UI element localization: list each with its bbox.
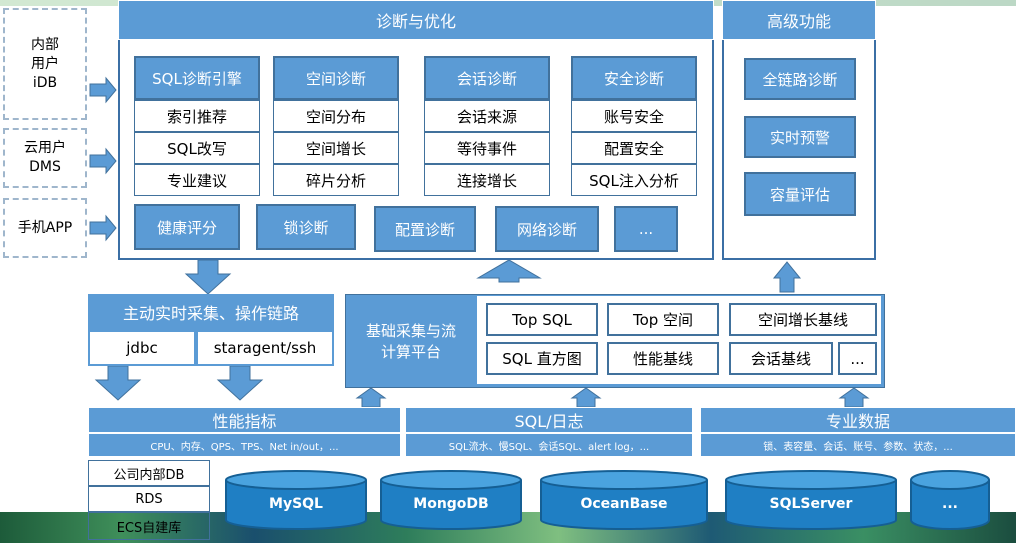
db-label: MongoDB <box>413 496 489 512</box>
platform-title: 基础采集与流 计算平台 <box>365 322 456 361</box>
advanced-title: 高级功能 <box>722 0 876 40</box>
sqlserver-cylinder: SQLServer <box>725 470 897 530</box>
jdbc-item: jdbc <box>90 332 194 364</box>
sql-log-title: SQL/日志 <box>405 407 693 433</box>
oceanbase-cylinder: OceanBase <box>540 470 708 530</box>
platform-more-item: ... <box>838 342 877 375</box>
session-head: 会话诊断 <box>424 56 550 100</box>
arrow-down-icon <box>184 259 232 295</box>
session-baseline-item: 会话基线 <box>729 342 833 375</box>
perf-metrics-detail: CPU、内存、QPS、TPS、Net in/out，... <box>88 433 401 457</box>
space-head: 空间诊断 <box>273 56 399 100</box>
top-space-item: Top 空间 <box>607 303 719 336</box>
realtime-alert-box: 实时预警 <box>744 116 856 158</box>
top-sql-item: Top SQL <box>486 303 598 336</box>
column-item: 等待事件 <box>424 132 550 164</box>
column-item: 专业建议 <box>134 164 260 196</box>
ssh-item: staragent/ssh <box>198 332 332 364</box>
user-app: 手机APP <box>3 198 87 258</box>
column-item: 配置安全 <box>571 132 697 164</box>
more-box: ... <box>614 206 678 252</box>
user-dms: 云用户 DMS <box>3 128 87 188</box>
database-icon <box>540 470 708 530</box>
database-icon <box>380 470 522 530</box>
more-cylinder: ... <box>910 470 990 530</box>
sql-log-detail: SQL流水、慢SQL、会话SQL、alert log，... <box>405 433 693 457</box>
network-diagnosis-box: 网络诊断 <box>495 206 599 252</box>
arrow-up-icon <box>570 387 602 408</box>
diagnosis-title: 诊断与优化 <box>118 0 714 40</box>
database-icon <box>225 470 367 530</box>
column-item: SQL注入分析 <box>571 164 697 196</box>
capacity-box: 容量评估 <box>744 172 856 216</box>
column-item: 账号安全 <box>571 100 697 132</box>
arrow-right-icon <box>89 147 117 175</box>
perf-baseline-item: 性能基线 <box>607 342 719 375</box>
health-score-box: 健康评分 <box>134 204 240 250</box>
column-item: 碎片分析 <box>273 164 399 196</box>
column-item: 空间增长 <box>273 132 399 164</box>
arrow-down-icon <box>216 365 264 401</box>
pro-data-title: 专业数据 <box>700 407 1016 433</box>
db-label: OceanBase <box>580 496 668 512</box>
deployment-internal: 公司内部DB <box>88 460 210 486</box>
deployment-rds: RDS <box>88 486 210 512</box>
database-icon <box>725 470 897 530</box>
security-head: 安全诊断 <box>571 56 697 100</box>
column-item: 空间分布 <box>273 100 399 132</box>
db-label: SQLServer <box>769 496 853 512</box>
mysql-cylinder: MySQL <box>225 470 367 530</box>
column-item: SQL改写 <box>134 132 260 164</box>
sql-histogram-item: SQL 直方图 <box>486 342 598 375</box>
arrow-up-icon <box>476 259 542 283</box>
user-idb: 内部 用户 iDB <box>3 8 87 120</box>
space-baseline-item: 空间增长基线 <box>729 303 877 336</box>
column-item: 索引推荐 <box>134 100 260 132</box>
lock-diagnosis-box: 锁诊断 <box>256 204 356 250</box>
arrow-right-icon <box>89 76 117 104</box>
mongodb-cylinder: MongoDB <box>380 470 522 530</box>
sql-engine-head: SQL诊断引擎 <box>134 56 260 100</box>
arrow-right-icon <box>89 214 117 242</box>
arrow-up-icon <box>772 261 802 293</box>
full-link-box: 全链路诊断 <box>744 58 856 100</box>
deployment-ecs: ECS自建库 <box>88 512 210 540</box>
arrow-up-icon <box>838 387 870 408</box>
arrow-up-icon <box>355 387 387 408</box>
column-item: 连接增长 <box>424 164 550 196</box>
db-label: MySQL <box>269 496 323 512</box>
config-diagnosis-box: 配置诊断 <box>374 206 476 252</box>
database-icon <box>910 470 990 530</box>
arrow-down-icon <box>94 365 142 401</box>
collection-title: 主动实时采集、操作链路 <box>88 294 334 330</box>
perf-metrics-title: 性能指标 <box>88 407 401 433</box>
db-label: ... <box>942 496 958 512</box>
pro-data-detail: 锁、表容量、会话、账号、参数、状态，... <box>700 433 1016 457</box>
column-item: 会话来源 <box>424 100 550 132</box>
